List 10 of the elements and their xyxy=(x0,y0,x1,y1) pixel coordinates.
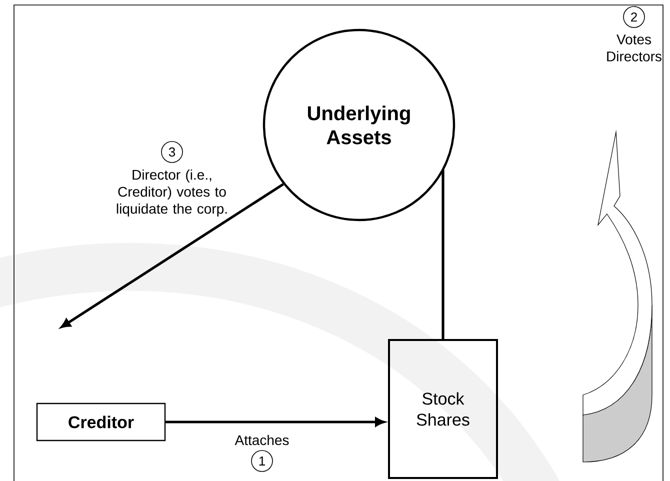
arrow xyxy=(166,418,385,426)
process-box: Creditor xyxy=(36,402,166,442)
callout-number: 2 xyxy=(623,6,645,28)
arrow xyxy=(61,183,284,328)
edge-label: Director (i.e., Creditor) votes to liquidate the corp. xyxy=(116,169,227,217)
edge-label: Attaches xyxy=(234,434,289,446)
note-text: Votes Directors xyxy=(607,34,662,62)
process-box: Stock Shares xyxy=(388,339,498,479)
callout-number: 3 xyxy=(161,141,183,163)
callout-number: 1 xyxy=(251,450,273,472)
